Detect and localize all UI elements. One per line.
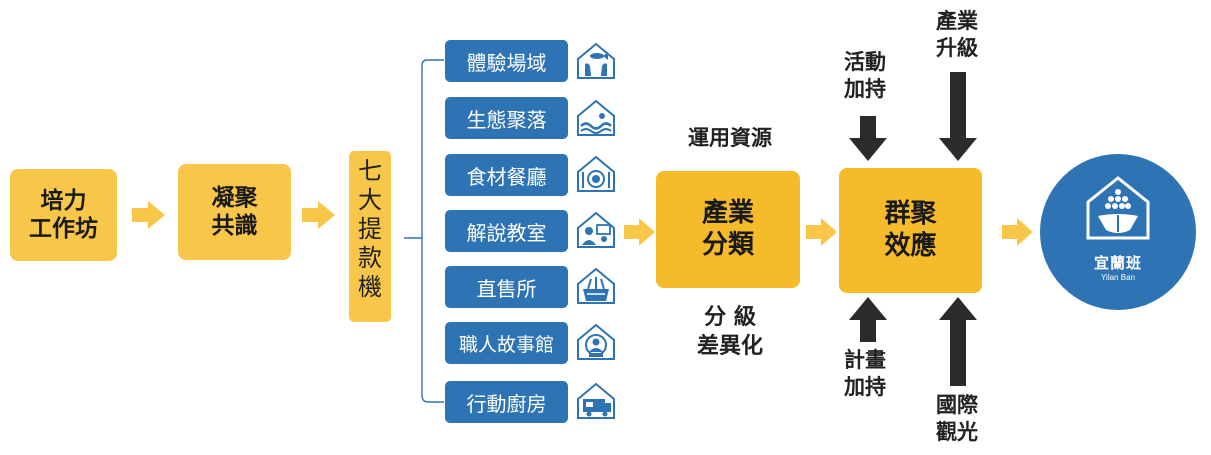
activity-support-label: 活動 加持 [844, 50, 886, 102]
industry-classify-box: 產業 分類 [656, 171, 800, 288]
vertical-char: 七 [358, 157, 382, 185]
right-arrow-icon [132, 201, 165, 229]
vertical-char: 款 [358, 244, 382, 272]
up-arrow-icon [849, 297, 887, 342]
seven-atm-box: 七 大 提 款 機 [349, 151, 391, 322]
plate-cutlery-icon [577, 155, 615, 192]
wave-house-icon [577, 99, 615, 136]
international-tourism-label: 國際 觀光 [936, 393, 978, 445]
up-arrow-icon [939, 297, 977, 386]
down-arrow-icon [849, 116, 887, 161]
logo-name: 宜蘭班 [1093, 254, 1142, 272]
category-tag: 行動廚房 [445, 381, 568, 423]
right-arrow-icon [1002, 218, 1033, 246]
vertical-char: 大 [358, 186, 382, 214]
down-arrow-icon [939, 72, 977, 161]
consensus-box: 凝聚 共識 [178, 164, 291, 260]
category-tag: 生態聚落 [445, 97, 568, 139]
teacher-icon [577, 211, 615, 248]
hands-fish-icon [577, 42, 615, 79]
yilan-ban-logo: 宜蘭班 Yilan Ban [1040, 154, 1196, 310]
right-arrow-icon [302, 201, 335, 229]
category-tag: 食材餐廳 [445, 154, 568, 196]
category-tag: 體驗場域 [445, 40, 568, 82]
right-arrow-icon [806, 218, 837, 246]
category-bracket [404, 59, 444, 403]
basket-icon [577, 267, 615, 304]
industry-upgrade-label: 產業 升級 [936, 9, 978, 61]
grading-label: 分 級 差異化 [696, 305, 763, 359]
category-tag: 解說教室 [445, 210, 568, 252]
vertical-char: 提 [358, 215, 382, 243]
logo-subtitle: Yilan Ban [1101, 273, 1135, 282]
food-truck-icon [577, 382, 615, 419]
artisan-portrait-icon [577, 323, 615, 360]
cluster-effect-box: 群聚 效應 [839, 168, 982, 293]
resources-label: 運用資源 [688, 126, 772, 150]
category-tag: 職人故事館 [445, 322, 568, 364]
right-arrow-icon [624, 218, 655, 246]
category-tag: 直售所 [445, 266, 568, 308]
workshop-box: 培力 工作坊 [10, 169, 117, 261]
vertical-char: 機 [358, 273, 382, 301]
plan-support-label: 計畫 加持 [844, 348, 886, 400]
yilan-ban-emblem-icon [1086, 176, 1150, 240]
